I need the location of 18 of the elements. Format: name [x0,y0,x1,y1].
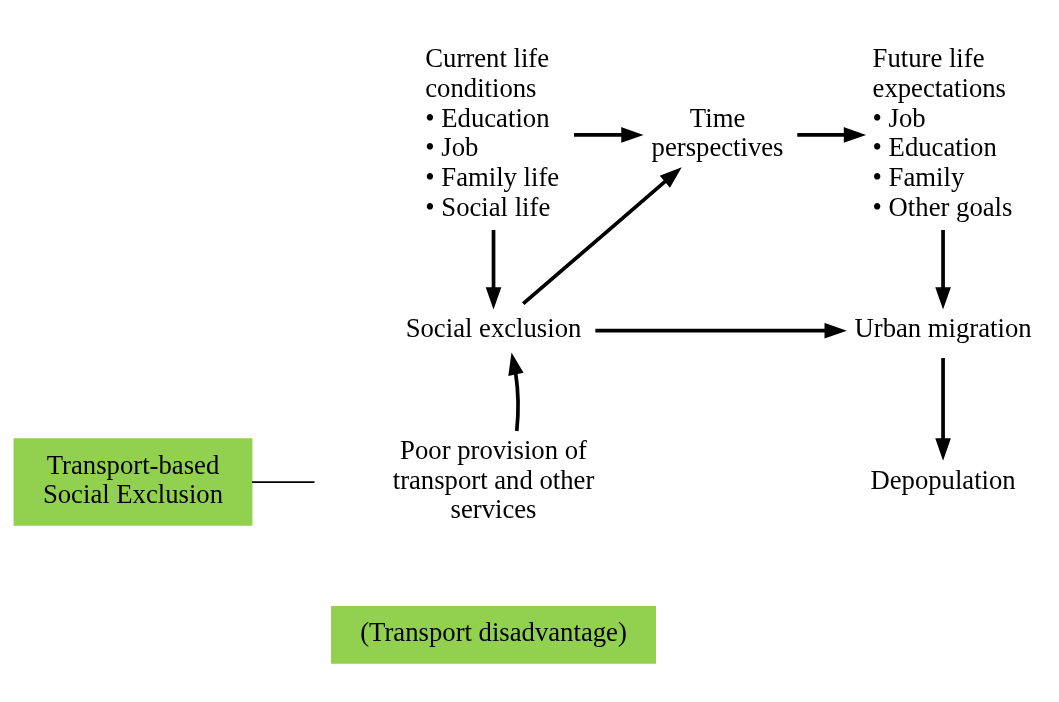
node-text: Poor provision of transport and other services [392,434,595,524]
arrow [935,357,951,461]
node-box: (Transport disadvantage) [331,605,656,664]
connector [251,480,316,483]
arrow [574,126,644,143]
arrow [595,322,847,339]
node-text: Time perspectives [651,102,784,162]
arrow [508,352,524,431]
node-text: Depopulation [870,464,1016,495]
arrow [797,126,867,143]
node-text: Current life conditions • Education • Job • Family life • Social life [425,42,560,222]
arrow [522,166,682,305]
arrow [485,229,502,310]
node-text: Urban migration [854,312,1032,343]
node-text: Future life expectations • Job • Education • Family • Other goals [872,42,1013,222]
node-box: Transport-based Social Exclusion [13,437,253,526]
node-text: Social exclusion [405,312,582,343]
arrow [935,229,951,310]
